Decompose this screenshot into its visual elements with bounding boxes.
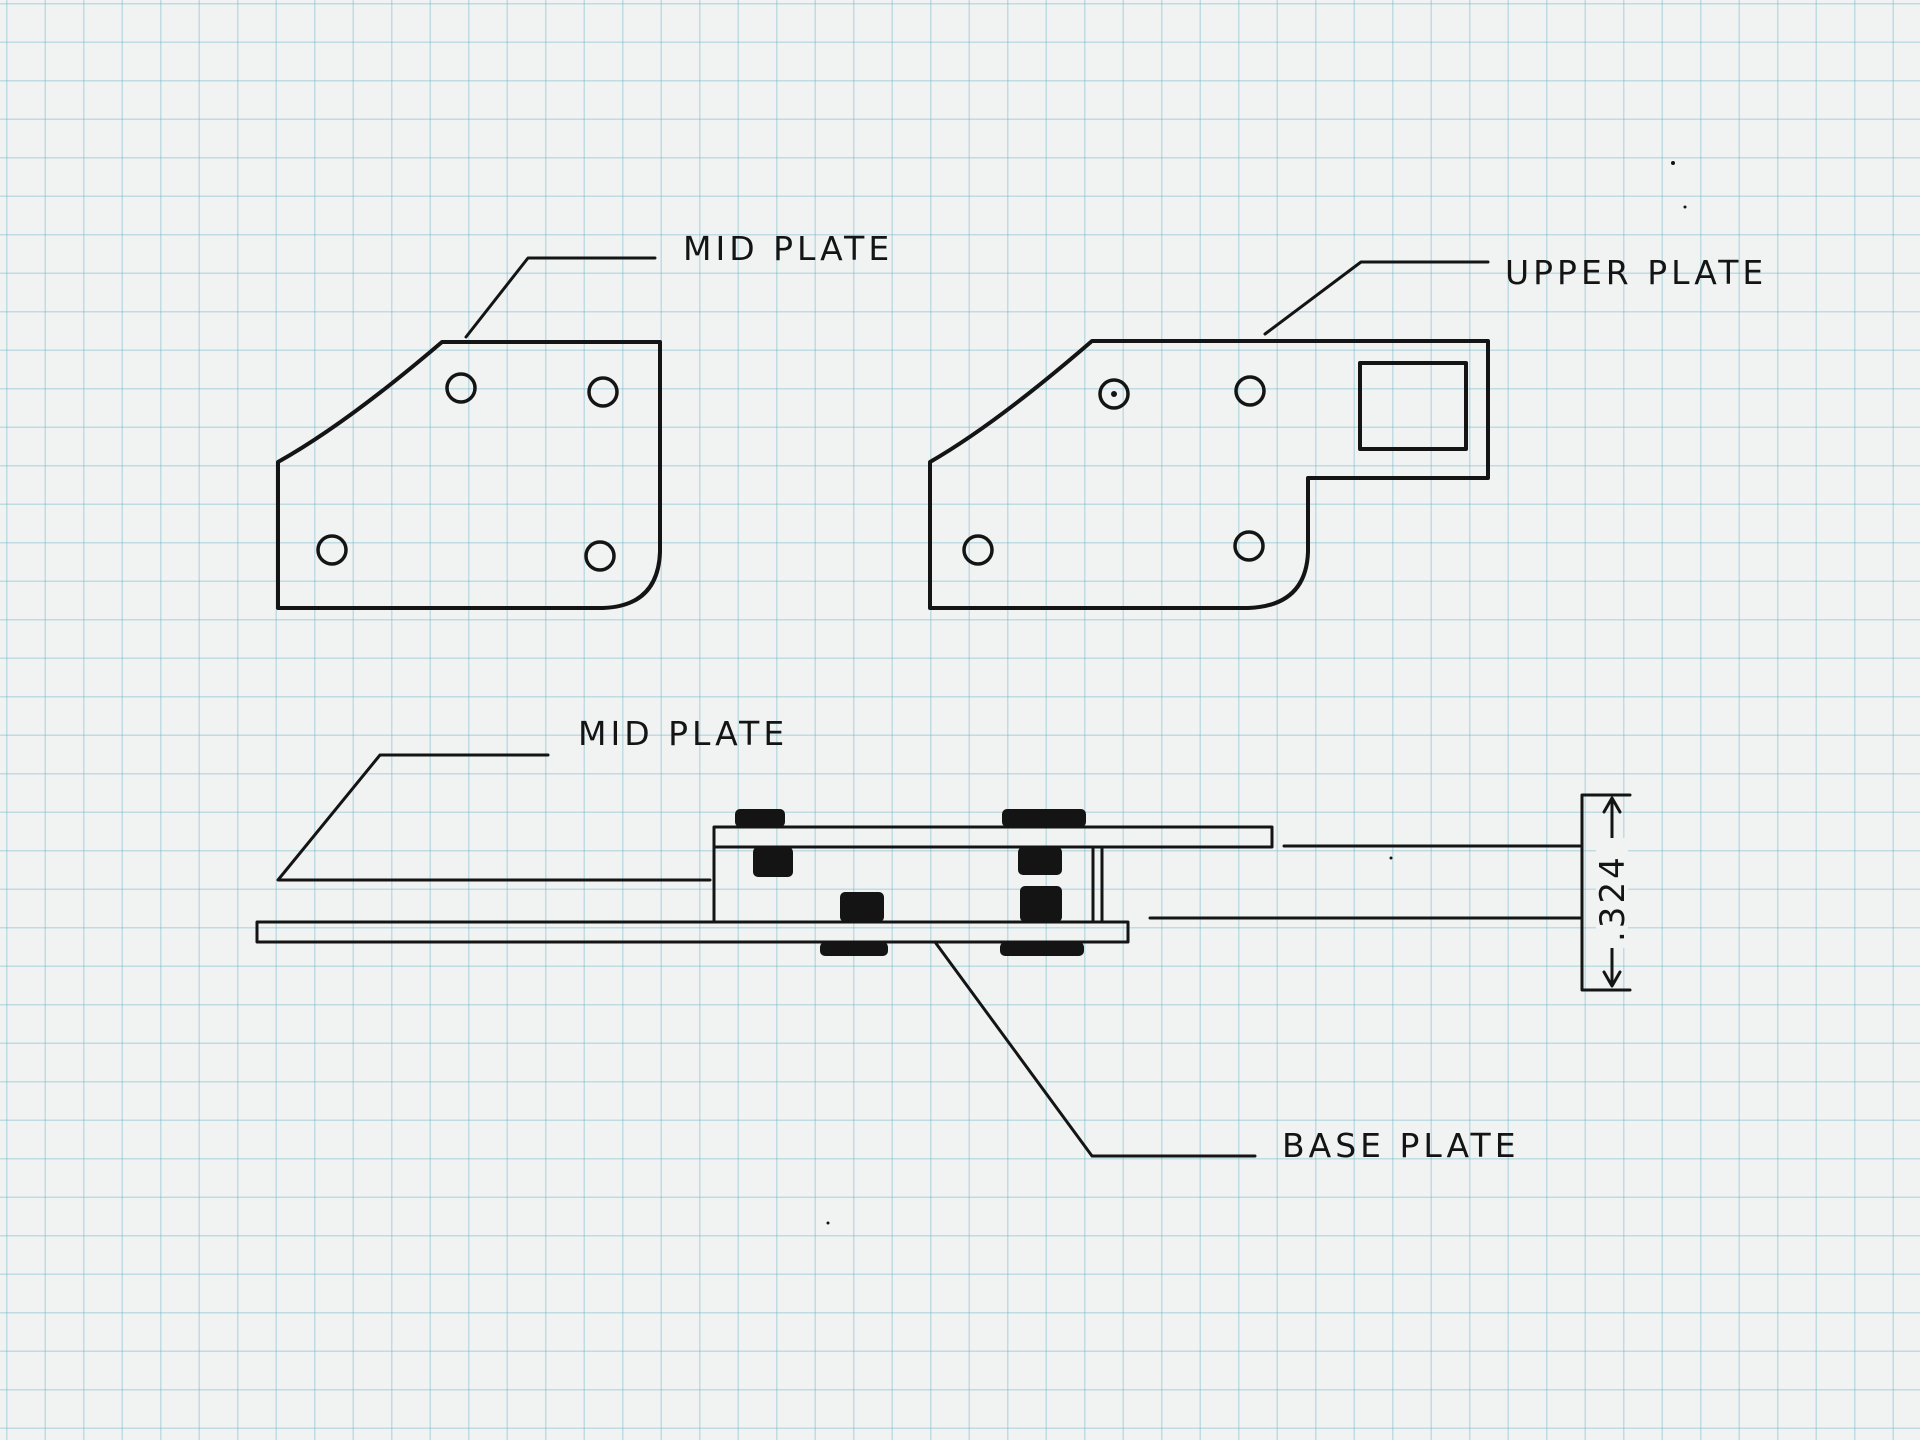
upper-plate-hole (962, 534, 994, 566)
height-dimension: .324 (1148, 793, 1633, 992)
speck (1683, 205, 1687, 209)
speck (1671, 161, 1675, 165)
mid-plate-side-leader (276, 753, 712, 882)
side-view-assembly: MID PLATE BASE PLATE (255, 714, 1520, 1165)
upper-plate-leader (1263, 260, 1490, 336)
upper-plate-top-view: UPPER PLATE (928, 253, 1767, 610)
paper-specks (826, 161, 1687, 1225)
mid-plate-side-label: MID PLATE (578, 714, 788, 753)
mid-plate-top-label: MID PLATE (683, 229, 893, 268)
speck (1389, 856, 1393, 860)
upper-plate-hole (1233, 530, 1265, 562)
fastener-block (1000, 942, 1084, 956)
mid-plate-hole (587, 376, 619, 408)
mid-plate-top-view: MID PLATE (276, 229, 893, 610)
upper-plate-square-cutout (1358, 361, 1468, 451)
dimension-arrow-top (1602, 796, 1622, 814)
mid-plate-hole (445, 372, 477, 404)
base-plate-label: BASE PLATE (1282, 1126, 1520, 1165)
fastener-block (840, 892, 884, 922)
mid-plate-hole (316, 534, 348, 566)
fastener-block (753, 847, 793, 877)
upper-plate-label: UPPER PLATE (1505, 253, 1767, 292)
upper-plate-hole (1234, 375, 1266, 407)
upper-plate-hole-center (1111, 391, 1117, 397)
dimension-bracket (1580, 793, 1632, 992)
speck (826, 1221, 830, 1225)
fastener-block (735, 809, 785, 827)
upper-plate-outline (928, 339, 1490, 610)
mid-plate-hole (584, 540, 616, 572)
dimension-arrow-bottom (1602, 970, 1622, 988)
fastener-block (1020, 886, 1062, 922)
dimension-value: .324 (1593, 854, 1633, 942)
mid-plate-top-leader (464, 256, 657, 339)
upper-plate-hole (1098, 378, 1130, 410)
fastener-block (1002, 809, 1086, 827)
side-base-plate (255, 920, 1130, 944)
base-plate-leader (933, 940, 1257, 1158)
fastener-block (1018, 847, 1062, 875)
side-upper-plate (712, 825, 1274, 849)
mid-plate-outline (276, 340, 662, 610)
fastener-block (820, 942, 888, 956)
